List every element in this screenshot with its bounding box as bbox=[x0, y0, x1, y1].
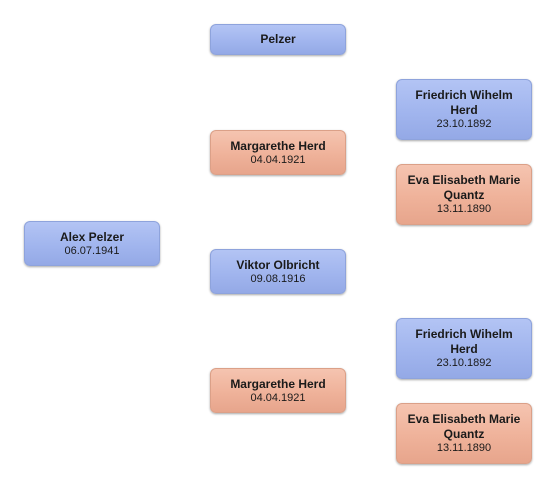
person-name: Eva Elisabeth Marie Quantz bbox=[407, 173, 521, 202]
person-date: 23.10.1892 bbox=[436, 118, 492, 130]
person-date: 13.11.1890 bbox=[436, 442, 492, 454]
person-date: 06.07.1941 bbox=[64, 244, 120, 257]
person-node-pelzer[interactable]: Pelzer bbox=[210, 24, 346, 55]
person-name: Alex Pelzer bbox=[59, 229, 125, 244]
person-node-alex-pelzer[interactable]: Alex Pelzer 06.07.1941 bbox=[24, 221, 160, 266]
person-name: Friedrich Wihelm Herd bbox=[415, 88, 513, 117]
person-node-margarethe-herd[interactable]: Margarethe Herd 04.04.1921 bbox=[210, 368, 346, 413]
person-node-friedrich-wihelm-herd[interactable]: Friedrich Wihelm Herd 23.10.1892 bbox=[396, 318, 532, 379]
person-date: 04.04.1921 bbox=[250, 153, 306, 166]
person-date: 23.10.1892 bbox=[436, 357, 492, 369]
person-node-margarethe-herd[interactable]: Margarethe Herd 04.04.1921 bbox=[210, 130, 346, 175]
person-node-friedrich-wihelm-herd[interactable]: Friedrich Wihelm Herd 23.10.1892 bbox=[396, 79, 532, 140]
person-node-eva-elisabeth-marie-quantz[interactable]: Eva Elisabeth Marie Quantz 13.11.1890 bbox=[396, 403, 532, 464]
person-date: 13.11.1890 bbox=[436, 203, 492, 215]
person-date: 04.04.1921 bbox=[250, 391, 306, 404]
person-name: Eva Elisabeth Marie Quantz bbox=[407, 412, 521, 441]
person-name: Viktor Olbricht bbox=[236, 257, 320, 272]
person-name: Margarethe Herd bbox=[230, 376, 326, 391]
person-name: Margarethe Herd bbox=[230, 138, 326, 153]
person-name: Friedrich Wihelm Herd bbox=[415, 327, 513, 356]
person-date: 09.08.1916 bbox=[250, 272, 306, 285]
person-node-viktor-olbricht[interactable]: Viktor Olbricht 09.08.1916 bbox=[210, 249, 346, 294]
person-node-eva-elisabeth-marie-quantz[interactable]: Eva Elisabeth Marie Quantz 13.11.1890 bbox=[396, 164, 532, 225]
person-name: Pelzer bbox=[260, 32, 296, 46]
